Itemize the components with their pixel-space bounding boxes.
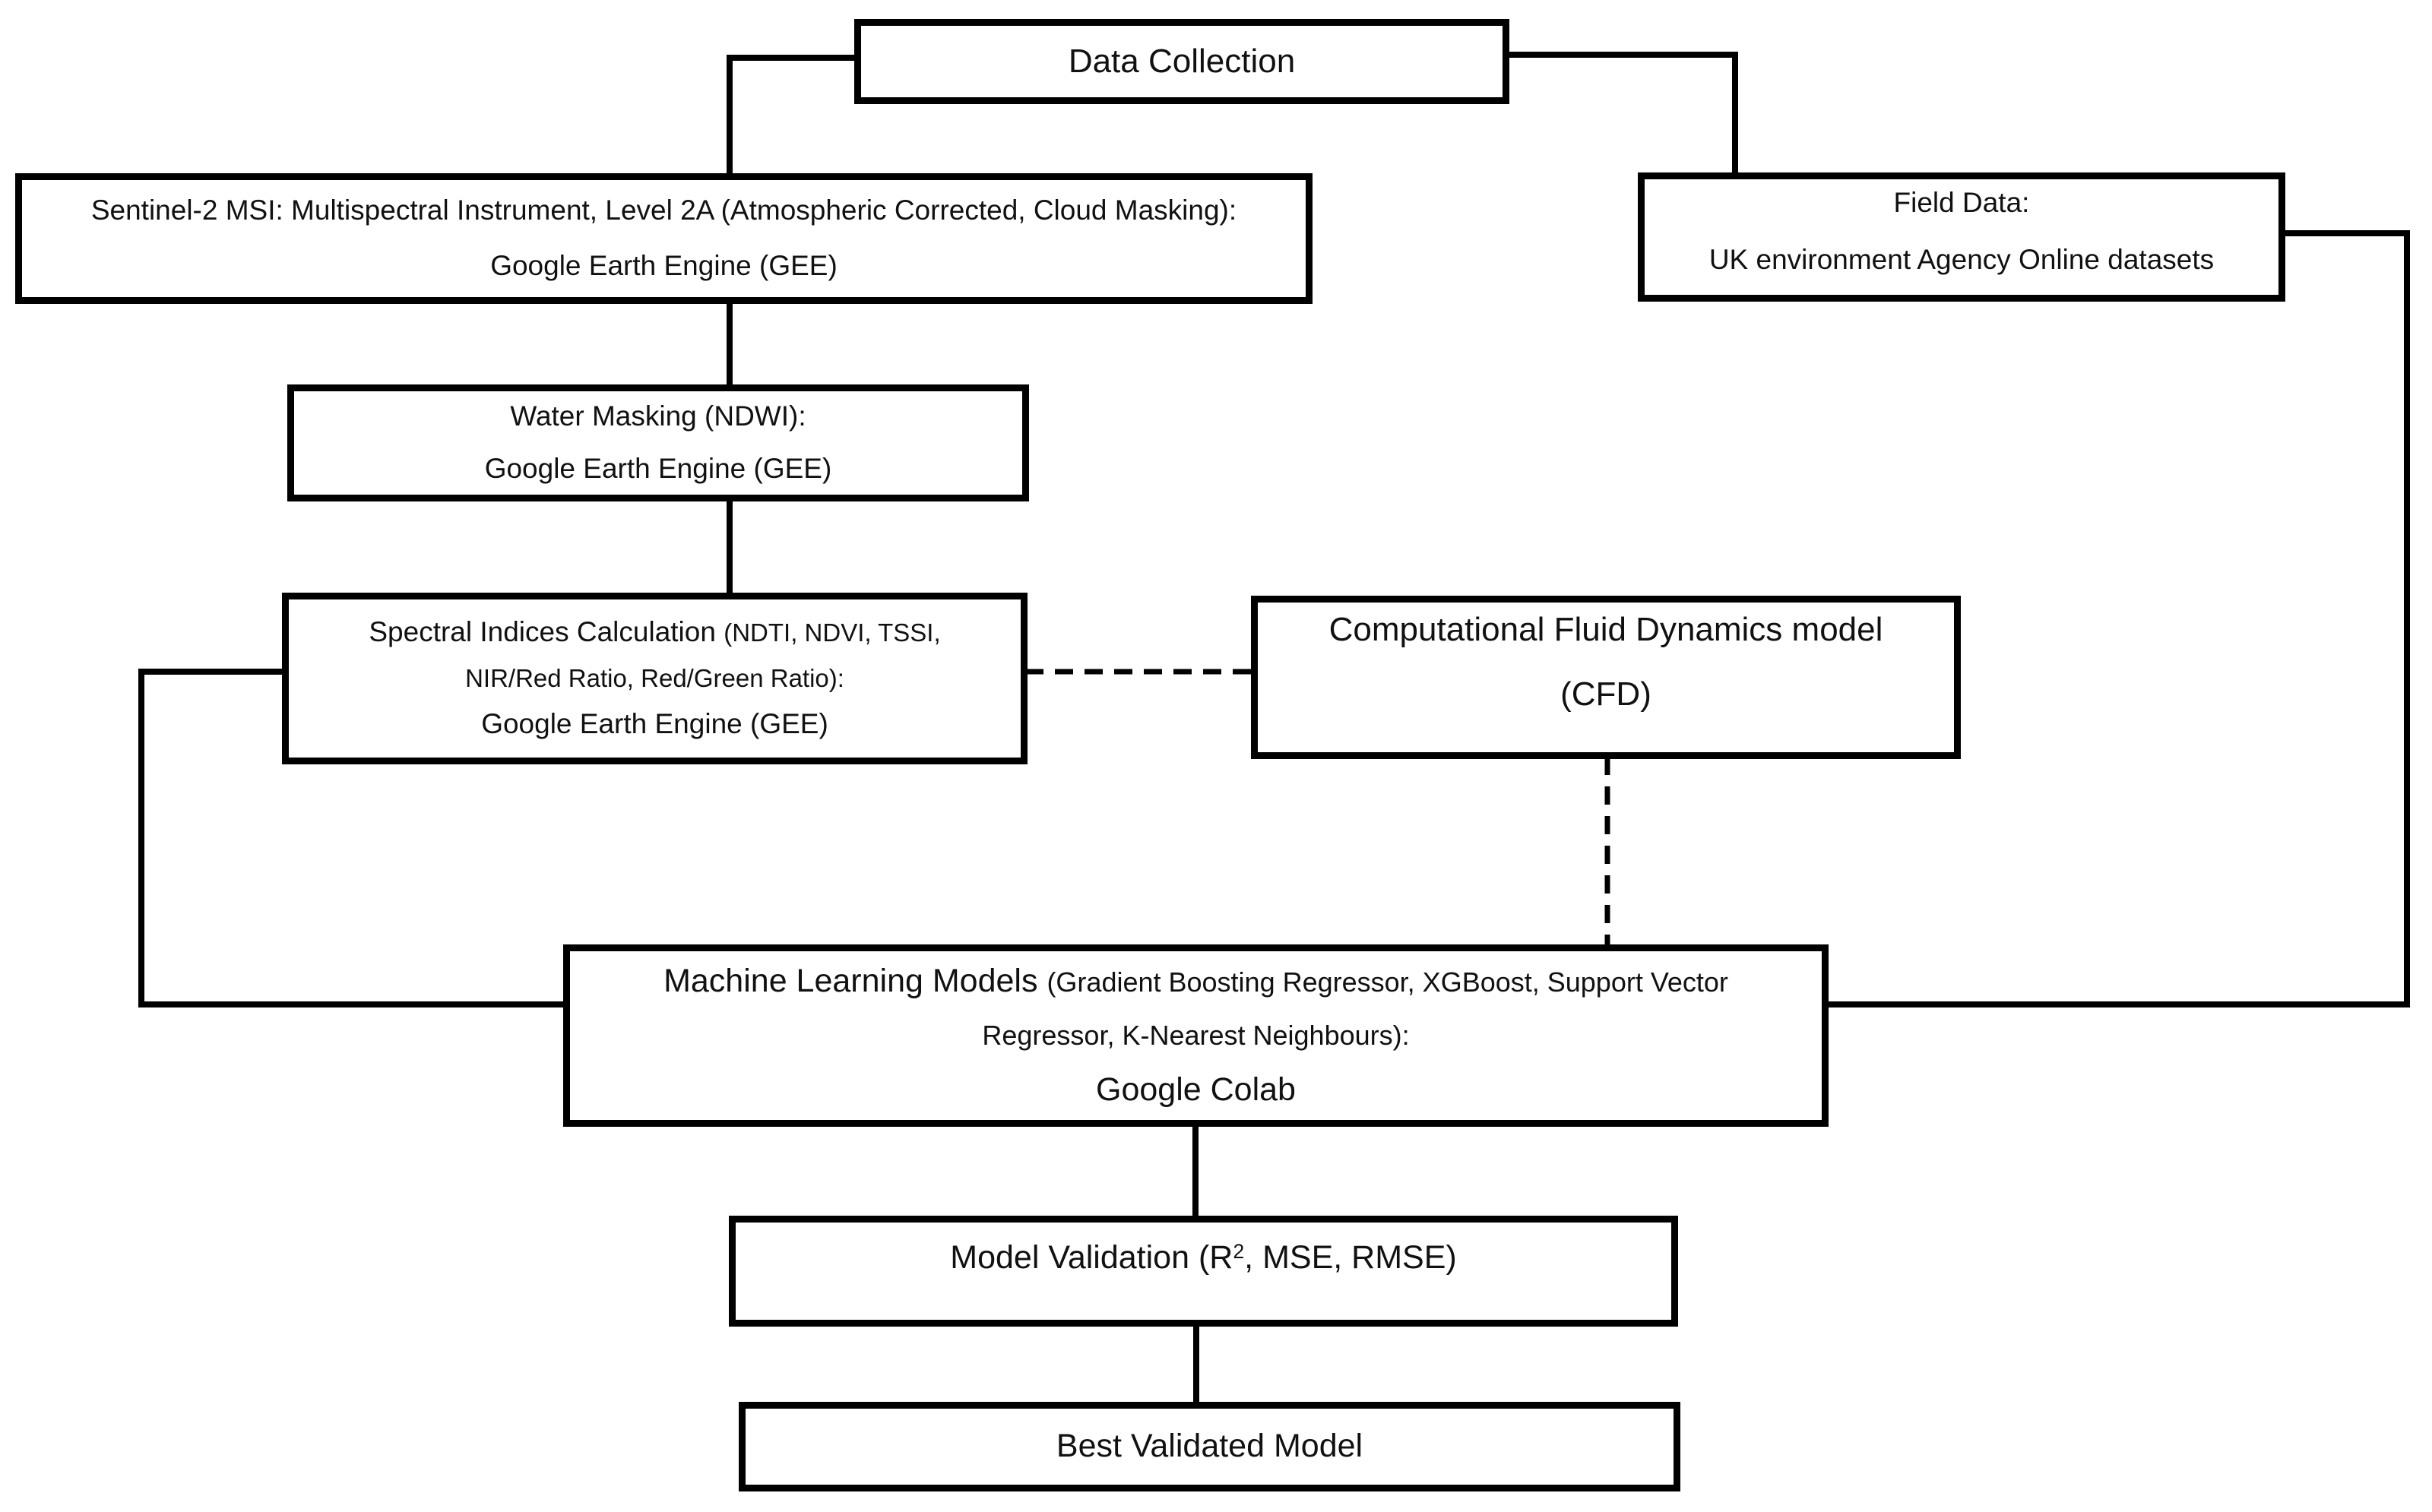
box-spectral-indices: Spectral Indices Calculation (NDTI, NDVI…: [282, 593, 1028, 764]
model-validation-suffix: , MSE, RMSE): [1244, 1239, 1457, 1276]
connector-datacollection-to-fielddata: [1506, 52, 1738, 176]
field-data-line1: Field Data:: [1893, 187, 2030, 219]
water-masking-line1: Water Masking (NDWI):: [510, 400, 806, 432]
box-sentinel: Sentinel-2 MSI: Multispectral Instrument…: [15, 173, 1313, 304]
spectral-indices-detail1: (NDTI, NDVI, TSSI,: [724, 618, 941, 647]
connector-fielddata-to-ml: [1824, 230, 2410, 1007]
model-validation-label: Model Validation (R2, MSE, RMSE): [950, 1239, 1456, 1276]
connector-datacollection-to-sentinel: [727, 55, 857, 179]
model-validation-prefix: Model Validation (R: [950, 1239, 1233, 1276]
machine-learning-line1: Machine Learning Models (Gradient Boosti…: [663, 963, 1728, 1000]
spectral-indices-line3: Google Earth Engine (GEE): [481, 707, 828, 739]
model-validation-superscript: 2: [1233, 1239, 1245, 1263]
machine-learning-detail1: (Gradient Boosting Regressor, XGBoost, S…: [1047, 966, 1728, 998]
spectral-indices-title: Spectral Indices Calculation: [369, 616, 724, 648]
machine-learning-title: Machine Learning Models: [663, 962, 1047, 999]
best-model-label: Best Validated Model: [1056, 1428, 1363, 1465]
box-model-validation: Model Validation (R2, MSE, RMSE): [729, 1216, 1678, 1327]
data-collection-label: Data Collection: [1068, 42, 1296, 80]
connector-spectral-to-ml: [138, 669, 568, 1007]
machine-learning-line3: Google Colab: [1096, 1071, 1296, 1108]
water-masking-line2: Google Earth Engine (GEE): [484, 453, 832, 484]
machine-learning-detail2: Regressor, K-Nearest Neighbours):: [982, 1020, 1410, 1052]
box-field-data: Field Data: UK environment Agency Online…: [1638, 172, 2285, 302]
sentinel-line1: Sentinel-2 MSI: Multispectral Instrument…: [90, 195, 1237, 226]
box-cfd: Computational Fluid Dynamics model (CFD): [1251, 596, 1961, 759]
box-data-collection: Data Collection: [854, 19, 1509, 104]
cfd-line1: Computational Fluid Dynamics model: [1328, 610, 1883, 648]
box-machine-learning: Machine Learning Models (Gradient Boosti…: [563, 944, 1829, 1127]
field-data-line2: UK environment Agency Online datasets: [1708, 244, 2215, 275]
spectral-indices-line1: Spectral Indices Calculation (NDTI, NDVI…: [369, 616, 940, 649]
box-best-model: Best Validated Model: [739, 1402, 1680, 1491]
box-water-masking: Water Masking (NDWI): Google Earth Engin…: [287, 384, 1029, 501]
sentinel-line2: Google Earth Engine (GEE): [490, 250, 838, 281]
cfd-line2: (CFD): [1560, 675, 1651, 713]
spectral-indices-detail2: NIR/Red Ratio, Red/Green Ratio):: [465, 664, 844, 693]
